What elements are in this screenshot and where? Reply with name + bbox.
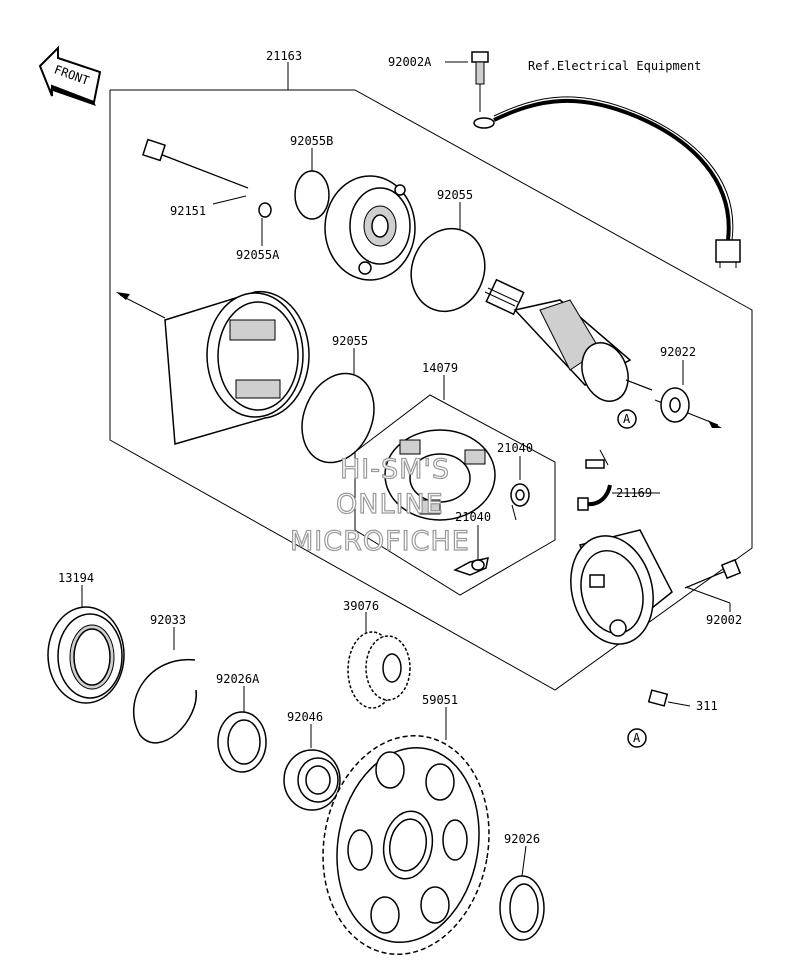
bolt-92002-icon — [684, 558, 742, 589]
bolt-92002a-icon — [471, 51, 489, 112]
collar-92026a-icon — [217, 711, 267, 773]
idle-gear-icon — [347, 631, 411, 709]
armature-icon — [484, 278, 653, 402]
oring-top-icon — [410, 227, 486, 313]
ref-a-top-label: A — [623, 412, 631, 426]
one-way-clutch-icon — [47, 606, 125, 704]
brush-spring-top-icon — [510, 483, 530, 521]
callout-one-way-clutch: 13194 — [58, 571, 94, 585]
callout-oring-a: 92055A — [236, 248, 280, 262]
watermark: HI-SM'S ONLINE MICROFICHE — [289, 453, 470, 557]
end-cover-icon — [570, 529, 673, 645]
ref-a-bottom-label: A — [633, 731, 641, 745]
callout-idle-gear: 39076 — [343, 599, 379, 613]
wire-lead-icon — [473, 96, 741, 268]
front-cover-icon — [324, 175, 416, 281]
watermark-line-2: ONLINE — [336, 489, 444, 520]
callout-cap: 311 — [696, 699, 718, 713]
brush-holder-icon — [384, 429, 496, 521]
callout-bolt-end: 92002 — [706, 613, 742, 627]
callout-washer: 92022 — [660, 345, 696, 359]
snap-ring-icon — [133, 659, 197, 744]
watermark-line-1: HI-SM'S — [340, 454, 450, 485]
terminal-icon — [577, 449, 612, 511]
callout-spring-top: 21040 — [497, 441, 533, 455]
cap-311-icon — [647, 689, 669, 707]
front-arrow-icon: FRONT — [38, 45, 102, 106]
callout-starter-gear: 59051 — [422, 693, 458, 707]
callout-oring-b: 92055B — [290, 134, 333, 148]
callout-spring-bottom: 21040 — [455, 510, 491, 524]
watermark-line-3: MICROFICHE — [290, 526, 470, 557]
callout-snap-ring: 92033 — [150, 613, 186, 627]
callout-needle-bearing: 92046 — [287, 710, 323, 724]
brush-holder-frame — [354, 394, 556, 596]
callout-collar: 92026 — [504, 832, 540, 846]
collar-92026-icon — [499, 875, 545, 941]
starter-gear-icon — [322, 734, 490, 956]
callout-ref: Ref.Electrical Equipment — [528, 59, 701, 73]
assembly-frame — [109, 89, 753, 691]
brush-spring-bottom-icon — [453, 557, 489, 576]
needle-bearing-icon — [283, 749, 341, 811]
ref-a-top-icon — [617, 409, 637, 429]
callout-assembly: 21163 — [266, 49, 302, 63]
callout-brush-holder: 14079 — [422, 361, 458, 375]
oring-mid-icon — [301, 372, 375, 464]
long-bolt-icon — [142, 138, 249, 189]
oring-92055a-icon — [258, 202, 272, 218]
callout-oring-mid: 92055 — [332, 334, 368, 348]
oring-92055b-icon — [294, 170, 330, 220]
callout-terminal: 21169 — [616, 486, 652, 500]
callout-collar-a: 92026A — [216, 672, 260, 686]
callout-labels: 21163 92002A Ref.Electrical Equipment 92… — [58, 49, 742, 846]
ref-a-bottom-icon — [627, 728, 647, 748]
yoke-icon — [164, 290, 310, 445]
callout-bolt-long: 92151 — [170, 204, 206, 218]
callout-bolt-small: 92002A — [388, 55, 432, 69]
callout-oring-top: 92055 — [437, 188, 473, 202]
